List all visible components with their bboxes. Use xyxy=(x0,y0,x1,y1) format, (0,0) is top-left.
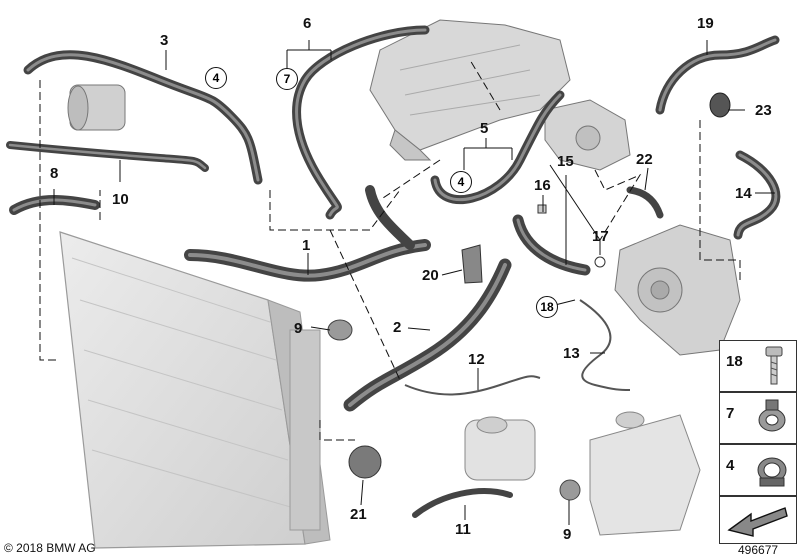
part-label-14[interactable]: 14 xyxy=(735,185,752,202)
copyright-notice: © 2018 BMW AG xyxy=(4,541,96,555)
legend-number-7: 7 xyxy=(726,405,735,422)
part-label-2[interactable]: 2 xyxy=(393,319,402,336)
part-label-6[interactable]: 6 xyxy=(303,15,312,32)
part-label-21[interactable]: 21 xyxy=(350,506,367,523)
part-label-23[interactable]: 23 xyxy=(755,102,772,119)
legend-cell-7[interactable]: 7 xyxy=(719,392,797,444)
part-label-20[interactable]: 20 xyxy=(422,267,439,284)
bolt-icon xyxy=(765,346,783,385)
legend-cell-18[interactable]: 18 xyxy=(719,340,797,392)
part-label-9-lower[interactable]: 9 xyxy=(563,526,572,543)
legend-number-4: 4 xyxy=(726,457,735,474)
part-label-16[interactable]: 16 xyxy=(534,177,551,194)
legend-number-18: 18 xyxy=(726,353,743,370)
ref-circle-4-mid[interactable]: 4 xyxy=(450,171,472,193)
image-number: 496677 xyxy=(738,543,779,557)
ref-circle-7[interactable]: 7 xyxy=(276,68,298,90)
part-label-15[interactable]: 15 xyxy=(557,153,574,170)
coolant-lines xyxy=(404,299,631,396)
part-label-17[interactable]: 17 xyxy=(592,228,609,245)
arrow-down-left-icon xyxy=(727,507,788,537)
intake-manifold xyxy=(369,19,571,161)
part-label-10[interactable]: 10 xyxy=(112,191,129,208)
small-parts-legend: 18 7 4 xyxy=(719,340,797,545)
legend-cell-arrow[interactable] xyxy=(719,496,797,544)
ref-circle-4-top[interactable]: 4 xyxy=(205,67,227,89)
part-label-19[interactable]: 19 xyxy=(697,15,714,32)
clamp-icon xyxy=(757,457,787,487)
legend-cell-4[interactable]: 4 xyxy=(719,444,797,496)
thermostat-housing xyxy=(544,99,631,171)
hoses xyxy=(6,25,781,518)
hose-clip-icon xyxy=(758,399,786,432)
ref-circle-18[interactable]: 18 xyxy=(536,296,558,318)
electric-coolant-pump xyxy=(67,84,126,131)
leader-lines xyxy=(53,40,775,525)
part-label-3[interactable]: 3 xyxy=(160,32,169,49)
radiator xyxy=(59,231,331,549)
part-label-22[interactable]: 22 xyxy=(636,151,653,168)
part-label-11[interactable]: 11 xyxy=(455,521,471,538)
part-label-8[interactable]: 8 xyxy=(50,165,59,182)
part-label-5[interactable]: 5 xyxy=(480,120,489,137)
expansion-tank-small xyxy=(464,416,536,481)
small-parts xyxy=(327,92,731,501)
dashed-guides xyxy=(39,59,741,441)
part-label-9-upper[interactable]: 9 xyxy=(294,320,303,337)
expansion-tank-large xyxy=(589,411,701,536)
part-label-12[interactable]: 12 xyxy=(468,351,485,368)
part-label-1[interactable]: 1 xyxy=(302,237,311,254)
water-pump xyxy=(614,224,741,356)
part-label-13[interactable]: 13 xyxy=(563,345,580,362)
